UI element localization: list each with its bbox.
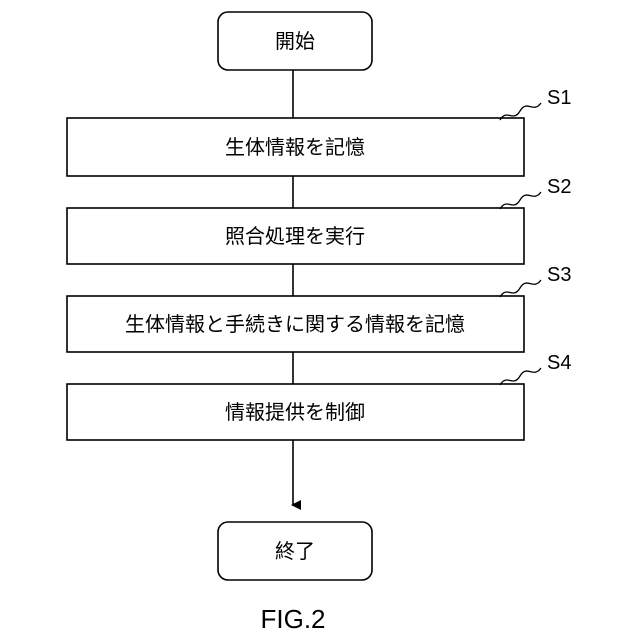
process-step-s2: 照合処理を実行 S2 <box>67 176 571 264</box>
end-label: 終了 <box>275 539 315 563</box>
step-id-s2: S2 <box>547 176 571 198</box>
process-label-s4: 情報提供を制御 <box>225 400 365 424</box>
process-step-s1: 生体情報を記憶 S1 <box>67 87 571 176</box>
start-terminal: 開始 <box>218 12 372 70</box>
process-step-s3: 生体情報と手続きに関する情報を記憶 S3 <box>67 264 571 352</box>
figure-caption: FIG.2 <box>260 604 325 634</box>
step-leader-s2 <box>500 192 541 209</box>
end-terminal: 終了 <box>218 522 372 580</box>
step-leader-s3 <box>500 280 541 297</box>
process-step-s4: 情報提供を制御 S4 <box>67 352 571 440</box>
step-id-s4: S4 <box>547 352 571 374</box>
step-id-s1: S1 <box>547 87 571 109</box>
process-label-s1: 生体情報を記憶 <box>225 135 365 159</box>
step-leader-s4 <box>500 368 541 385</box>
step-id-s3: S3 <box>547 264 571 286</box>
process-label-s2: 照合処理を実行 <box>225 224 365 248</box>
start-label: 開始 <box>275 29 315 53</box>
process-label-s3: 生体情報と手続きに関する情報を記憶 <box>125 312 465 336</box>
